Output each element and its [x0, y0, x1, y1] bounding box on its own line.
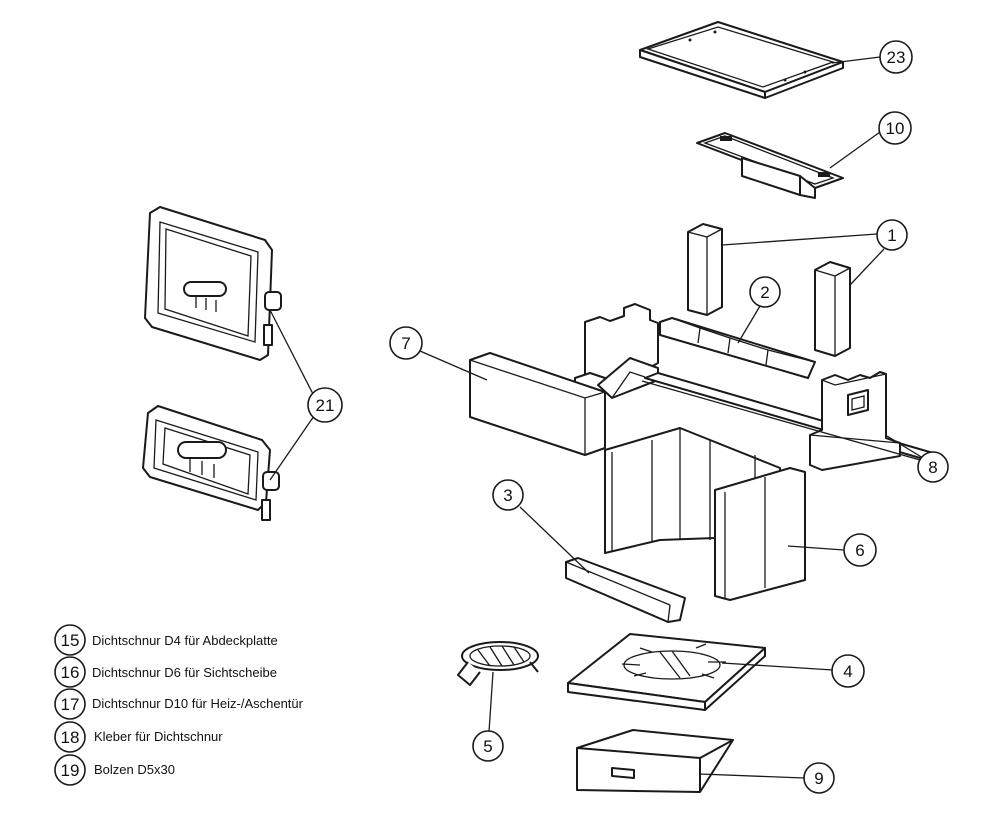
part-23-cover-plate	[639, 21, 844, 99]
callout-1: 1	[876, 219, 908, 251]
part-10-baffle	[696, 132, 844, 199]
svg-text:1: 1	[887, 226, 896, 245]
callout-6: 6	[843, 533, 877, 567]
legend: 15 Dichtschnur D4 für Abdeckplatte 16 Di…	[54, 624, 304, 786]
callout-9: 9	[803, 762, 835, 794]
svg-text:Dichtschnur D6 für Sichtscheib: Dichtschnur D6 für Sichtscheibe	[92, 665, 277, 680]
svg-text:2: 2	[760, 283, 769, 302]
svg-text:6: 6	[855, 541, 864, 560]
legend-item: 15 Dichtschnur D4 für Abdeckplatte	[54, 624, 278, 656]
callout-5: 5	[472, 730, 504, 762]
callout-3: 3	[492, 479, 524, 511]
callout-2: 2	[749, 276, 781, 308]
part-8-right-wall	[809, 371, 901, 471]
part-6-firebox-walls	[604, 427, 806, 601]
legend-item: 16 Dichtschnur D6 für Sichtscheibe	[54, 656, 277, 688]
svg-text:10: 10	[886, 119, 905, 138]
svg-text:16: 16	[61, 663, 80, 682]
part-2-top-brick	[659, 317, 816, 379]
callout-4: 4	[831, 654, 865, 688]
svg-text:15: 15	[61, 631, 80, 650]
part-4-grate-plate	[567, 633, 766, 711]
legend-item: 17 Dichtschnur D10 für Heiz-/Aschentür	[54, 688, 304, 720]
svg-text:Bolzen D5x30: Bolzen D5x30	[94, 762, 175, 777]
svg-text:17: 17	[61, 695, 80, 714]
svg-text:19: 19	[61, 761, 80, 780]
part-3-front-brick	[565, 557, 686, 623]
callout-21: 21	[307, 387, 343, 423]
part-1-side-bricks	[687, 223, 851, 357]
svg-text:8: 8	[928, 458, 937, 477]
leader-lines	[269, 56, 924, 779]
legend-item: 18 Kleber für Dichtschnur	[54, 721, 223, 753]
svg-text:Kleber für Dichtschnur: Kleber für Dichtschnur	[94, 729, 223, 744]
svg-text:9: 9	[814, 769, 823, 788]
svg-text:3: 3	[503, 486, 512, 505]
svg-text:Dichtschnur D10 für Heiz-/Asch: Dichtschnur D10 für Heiz-/Aschentür	[92, 696, 304, 711]
svg-text:Dichtschnur D4 für Abdeckplatt: Dichtschnur D4 für Abdeckplatte	[92, 633, 278, 648]
svg-text:7: 7	[401, 334, 410, 353]
part-21-upper-door	[144, 206, 282, 361]
part-7-long-brick	[469, 352, 606, 456]
callout-8: 8	[917, 451, 949, 483]
part-21-lower-door	[142, 405, 280, 521]
svg-text:23: 23	[887, 48, 906, 67]
svg-text:4: 4	[843, 662, 852, 681]
part-5-round-grate	[457, 641, 539, 686]
callout-10: 10	[878, 111, 912, 145]
svg-text:18: 18	[61, 728, 80, 747]
svg-text:5: 5	[483, 737, 492, 756]
svg-text:21: 21	[316, 396, 335, 415]
callout-23: 23	[879, 40, 913, 74]
callout-7: 7	[389, 326, 423, 360]
legend-item: 19 Bolzen D5x30	[54, 754, 175, 786]
part-9-ash-drawer	[576, 729, 734, 793]
